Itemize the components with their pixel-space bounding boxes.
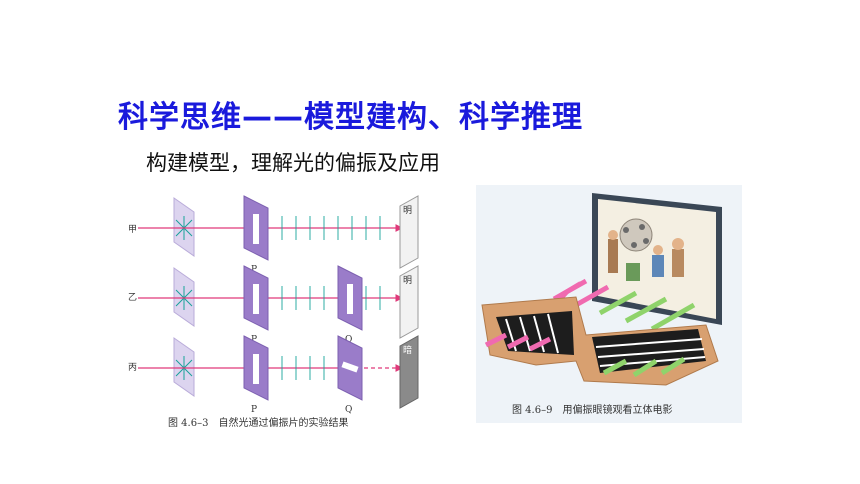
slide-title: 科学思维——模型建构、科学推理 bbox=[118, 100, 583, 135]
polarizer-slit bbox=[253, 214, 259, 244]
screen-bright bbox=[399, 265, 419, 339]
row-label: 甲 bbox=[128, 224, 137, 235]
polarization-experiment-figure: 甲 P 明 乙 P bbox=[128, 195, 419, 429]
screen-bright bbox=[399, 195, 419, 269]
polarizer-slit bbox=[253, 284, 259, 314]
row-jia: 甲 P 明 bbox=[128, 195, 419, 275]
screen-label: 明 bbox=[403, 205, 412, 216]
polarizer-label: Q bbox=[345, 405, 352, 415]
screen-label: 暗 bbox=[403, 344, 412, 356]
row-label: 乙 bbox=[128, 292, 137, 303]
polarizer-label: P bbox=[251, 335, 257, 345]
polarizer-label: Q bbox=[345, 335, 352, 345]
row-yi: 乙 P Q 明 bbox=[128, 265, 419, 345]
row-bing: 丙 P Q 暗 bbox=[128, 335, 419, 415]
polarized-arrows bbox=[281, 216, 381, 240]
polarizer-slit bbox=[253, 354, 259, 384]
polarizer-slit bbox=[347, 284, 353, 314]
screen-dark bbox=[399, 335, 419, 409]
figure-caption: 图 4.6–9 用偏振眼镜观看立体电影 bbox=[512, 403, 672, 416]
polarized-arrows bbox=[281, 356, 325, 380]
polarizer-slit bbox=[341, 361, 359, 373]
figure-caption: 图 4.6–3 自然光通过偏振片的实验结果 bbox=[168, 416, 348, 429]
polarizer-label: P bbox=[251, 405, 257, 415]
3d-glasses-figure: 图 4.6–9 用偏振眼镜观看立体电影 bbox=[476, 185, 742, 423]
polarizer-label: P bbox=[251, 265, 257, 275]
slide-subtitle: 构建模型，理解光的偏振及应用 bbox=[146, 151, 440, 175]
screen-label: 明 bbox=[403, 275, 412, 286]
screen-image bbox=[608, 218, 684, 281]
row-label: 丙 bbox=[128, 362, 137, 373]
lens-light-arrows bbox=[484, 332, 686, 378]
polarized-arrows bbox=[281, 286, 381, 310]
